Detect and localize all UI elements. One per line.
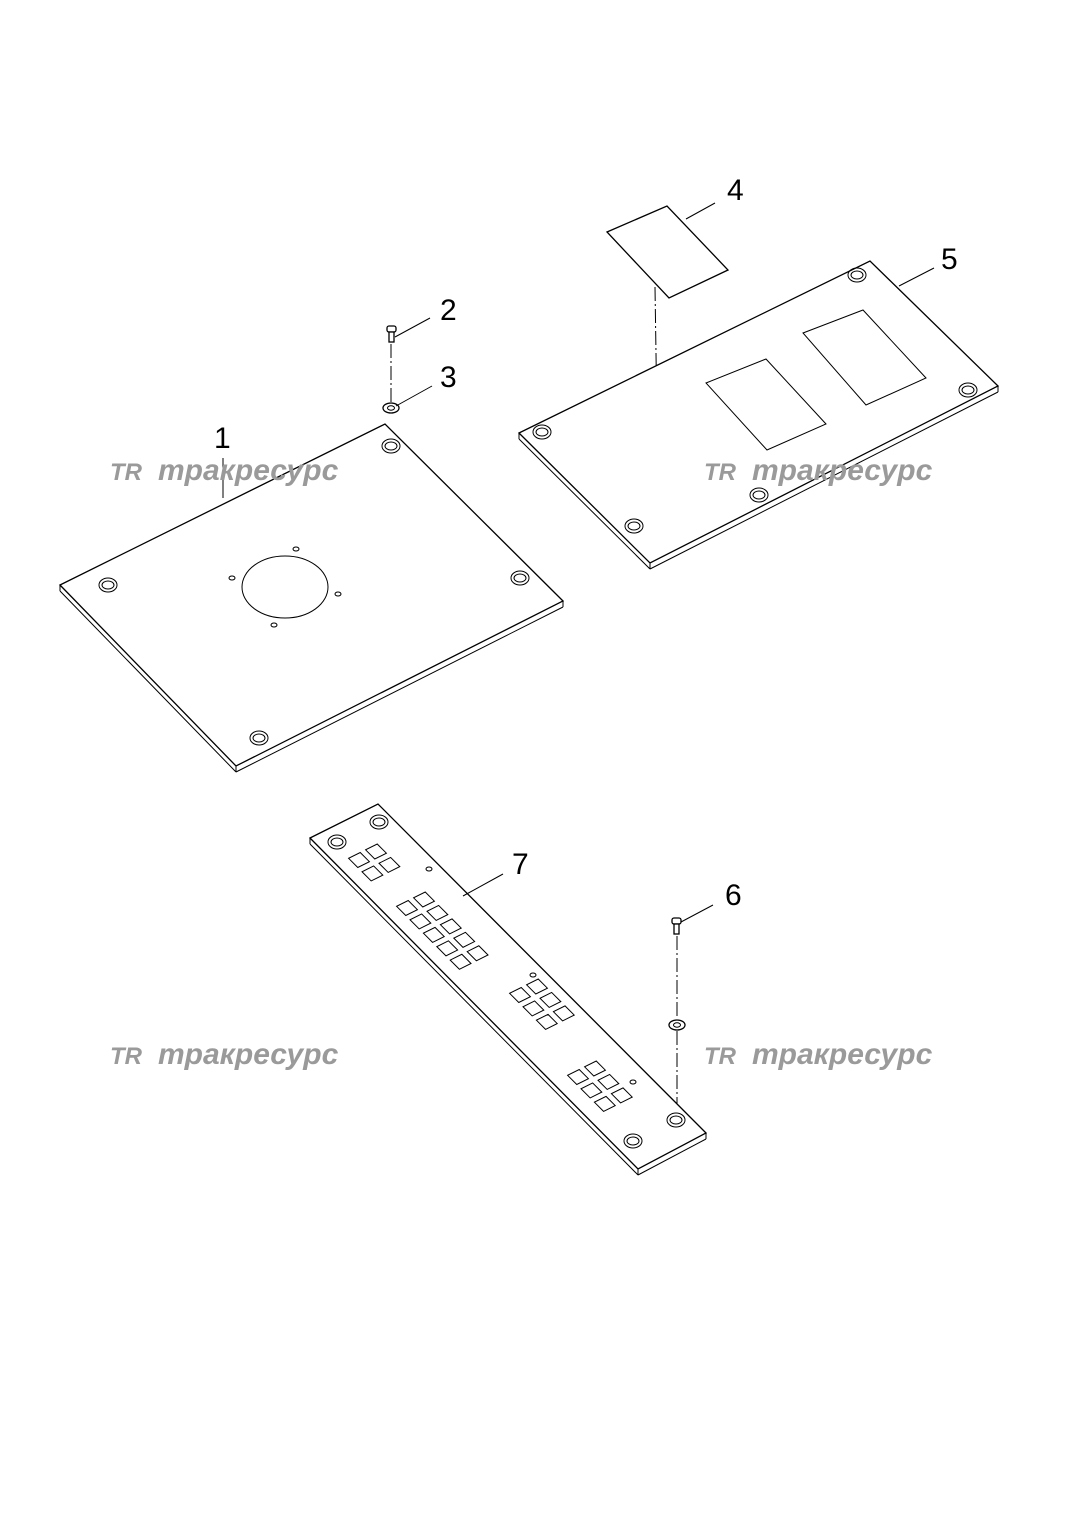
strip-square-opening <box>525 978 549 995</box>
leader-3 <box>395 385 433 407</box>
part-7-strip <box>308 803 708 1176</box>
watermark-logo: TR <box>704 459 737 486</box>
watermark-bottom-left: TR тракресурс <box>110 1038 339 1071</box>
watermark-text: тракресурс <box>158 1038 339 1071</box>
strip-square-opening <box>597 1073 620 1091</box>
watermark-top-left: TR тракресурс <box>110 454 339 487</box>
strip-square-opening <box>426 904 449 922</box>
watermark-logo: TR <box>110 1043 143 1070</box>
callout-4: 4 <box>727 174 744 207</box>
strip-square-opening <box>439 918 463 935</box>
part-3-washer <box>382 402 400 414</box>
strip-square-opening <box>539 991 562 1009</box>
strip-square-opening <box>347 851 371 869</box>
strip-square-opening <box>412 891 436 908</box>
strip-square-opening <box>452 931 476 948</box>
part-5-plate <box>517 260 1000 570</box>
strip-square-opening <box>583 1060 607 1077</box>
strip-square-opening <box>508 986 532 1004</box>
strip-square-opening <box>361 865 384 882</box>
strip-square-opening <box>364 843 388 860</box>
leader-2 <box>394 317 431 338</box>
strip-square-opening <box>466 945 489 962</box>
watermark-text: тракресурс <box>752 454 933 487</box>
callout-2: 2 <box>440 294 457 327</box>
leader-7 <box>462 873 504 897</box>
strip-square-opening <box>535 1013 559 1031</box>
strip-square-opening <box>580 1082 603 1099</box>
strip-square-opening <box>566 1068 590 1086</box>
strip-square-opening <box>593 1095 617 1113</box>
strip-square-opening <box>409 913 432 930</box>
strip-square-opening <box>552 1005 576 1022</box>
callout-1: 1 <box>214 422 231 455</box>
strip-square-opening <box>422 926 446 944</box>
strip-square-opening <box>395 899 419 917</box>
callout-7: 7 <box>512 848 529 881</box>
callout-6: 6 <box>725 879 742 912</box>
part-1-plate <box>58 423 565 773</box>
strip-square-opening <box>449 953 472 970</box>
callout-3: 3 <box>440 361 457 394</box>
part-4-label <box>605 205 730 299</box>
part-2-screw <box>386 325 397 343</box>
strip-square-opening <box>435 940 459 957</box>
watermark-text: тракресурс <box>158 454 339 487</box>
strip-square-opening <box>610 1087 634 1104</box>
part-6-screw <box>668 917 686 1031</box>
watermark-logo: TR <box>110 459 143 486</box>
watermark-top-right: TR тракресурс <box>704 454 933 487</box>
leader-6 <box>680 904 714 923</box>
strip-square-opening <box>378 856 401 874</box>
leader-5 <box>898 267 935 287</box>
callout-5: 5 <box>941 243 958 276</box>
watermark-logo: TR <box>704 1043 737 1070</box>
watermark-bottom-right: TR тракресурс <box>704 1038 933 1071</box>
leader-4 <box>685 202 716 220</box>
watermark-text: тракресурс <box>752 1038 933 1071</box>
strip-square-opening <box>522 1000 545 1017</box>
